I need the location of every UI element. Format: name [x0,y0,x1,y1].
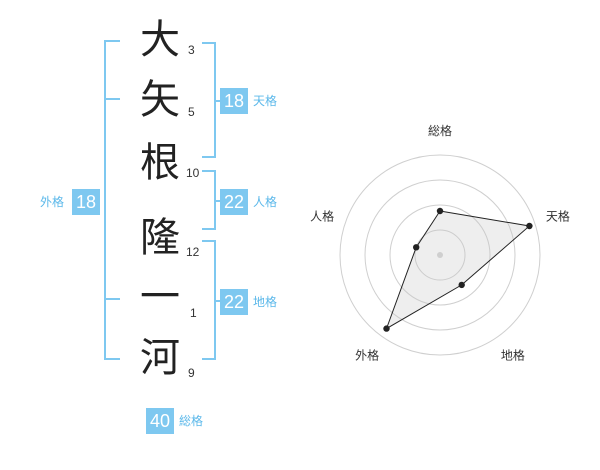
radar-point-天格 [526,222,533,230]
tenkaku-bracket-bottom [202,156,216,158]
gaikaku-bracket-mid-lower [104,298,120,300]
jinkaku-value: 22 [220,189,248,215]
jinkaku-bracket-top [202,170,216,172]
gaikaku-bracket-bottom [104,358,120,360]
radar-axis-label-人格: 人格 [310,209,334,224]
stroke-count-6: 9 [188,366,195,380]
radar-axis-label-地格: 地格 [501,347,525,362]
gaikaku-value: 18 [72,189,100,215]
jinkaku-bracket-stub [214,200,220,202]
radar-axis-label-天格: 天格 [546,209,570,224]
radar-ring-1 [414,229,466,281]
tenkaku-value: 18 [220,88,248,114]
stroke-count-1: 3 [188,43,195,57]
tenkaku-bracket-stub [214,100,220,102]
jinkaku-label: 人格 [253,195,278,209]
jinkaku-bracket-bottom [202,228,216,230]
chikaku-bracket-bottom [202,358,216,360]
name-char-3: 根 [140,140,180,186]
name-char-1: 大 [140,17,180,63]
chikaku-label: 地格 [253,295,278,309]
radar-ring-4 [339,154,541,356]
stroke-count-5: 1 [190,306,197,320]
chikaku-bracket-stub [214,300,220,302]
gaikaku-bracket-top [104,40,120,42]
radar-point-地格 [458,281,465,289]
gaikaku-label: 外格 [40,195,65,209]
chikaku-bracket-top [202,240,216,242]
radar-ring-2 [389,204,491,306]
chikaku-value: 22 [220,289,248,315]
gaikaku-bracket-vertical [104,40,106,360]
radar-point-総格 [436,207,444,215]
radar-polygon [385,210,531,330]
radar-point-人格 [413,244,420,251]
tenkaku-label: 天格 [253,94,278,108]
soukaku-value: 40 [146,408,174,434]
stroke-count-4: 12 [186,245,200,259]
radar-axis-label-外格: 外格 [355,347,379,362]
radar-axis-label-総格: 総格 [428,123,452,138]
name-char-6: 河 [140,335,180,381]
stroke-count-3: 10 [186,166,200,180]
name-char-5: 一 [140,274,180,320]
stroke-count-2: 5 [188,105,195,119]
name-char-2: 矢 [140,77,180,123]
tenkaku-bracket-top [202,42,216,44]
soukaku-label: 総格 [179,414,204,428]
gaikaku-bracket-mid-upper [104,98,120,100]
radar-point-外格 [383,325,390,332]
radar-ring-3 [364,179,516,331]
radar-center-dot [437,252,443,258]
name-char-4: 隆 [140,215,180,261]
